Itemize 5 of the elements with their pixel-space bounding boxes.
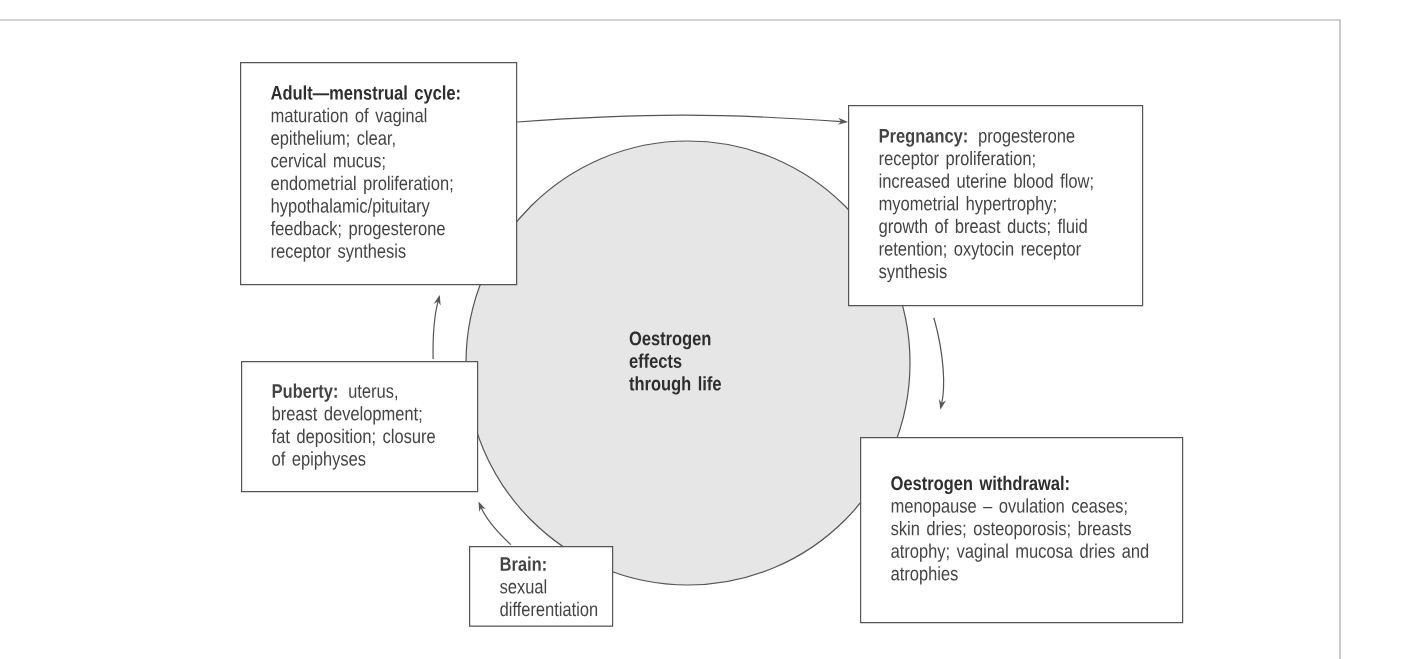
text-box: Pregnancy: progesterone receptor proliferation; increased uterine blood flow; myometrial hypertrophy; growth of breast ducts; fluid retention; oxytocin receptor synthesis: [848, 105, 1144, 307]
text-box: Oestrogen withdrawal: menopause – ovulation ceases; skin dries; osteoporosis; breasts atrophy; vaginal mucosa dries and atrophies: [860, 437, 1184, 624]
text-box: Puberty: uterus, breast development; fat deposition; closure of epiphyses: [241, 361, 479, 493]
text-box: Adult—menstrual cycle: maturation of vaginal epithelium; clear, cervical mucus; endometrial proliferation; hypothalamic/pituitary feedback; progesterone receptor synthesis: [240, 62, 518, 286]
text-box: Brain: sexual differentiation: [469, 546, 614, 627]
